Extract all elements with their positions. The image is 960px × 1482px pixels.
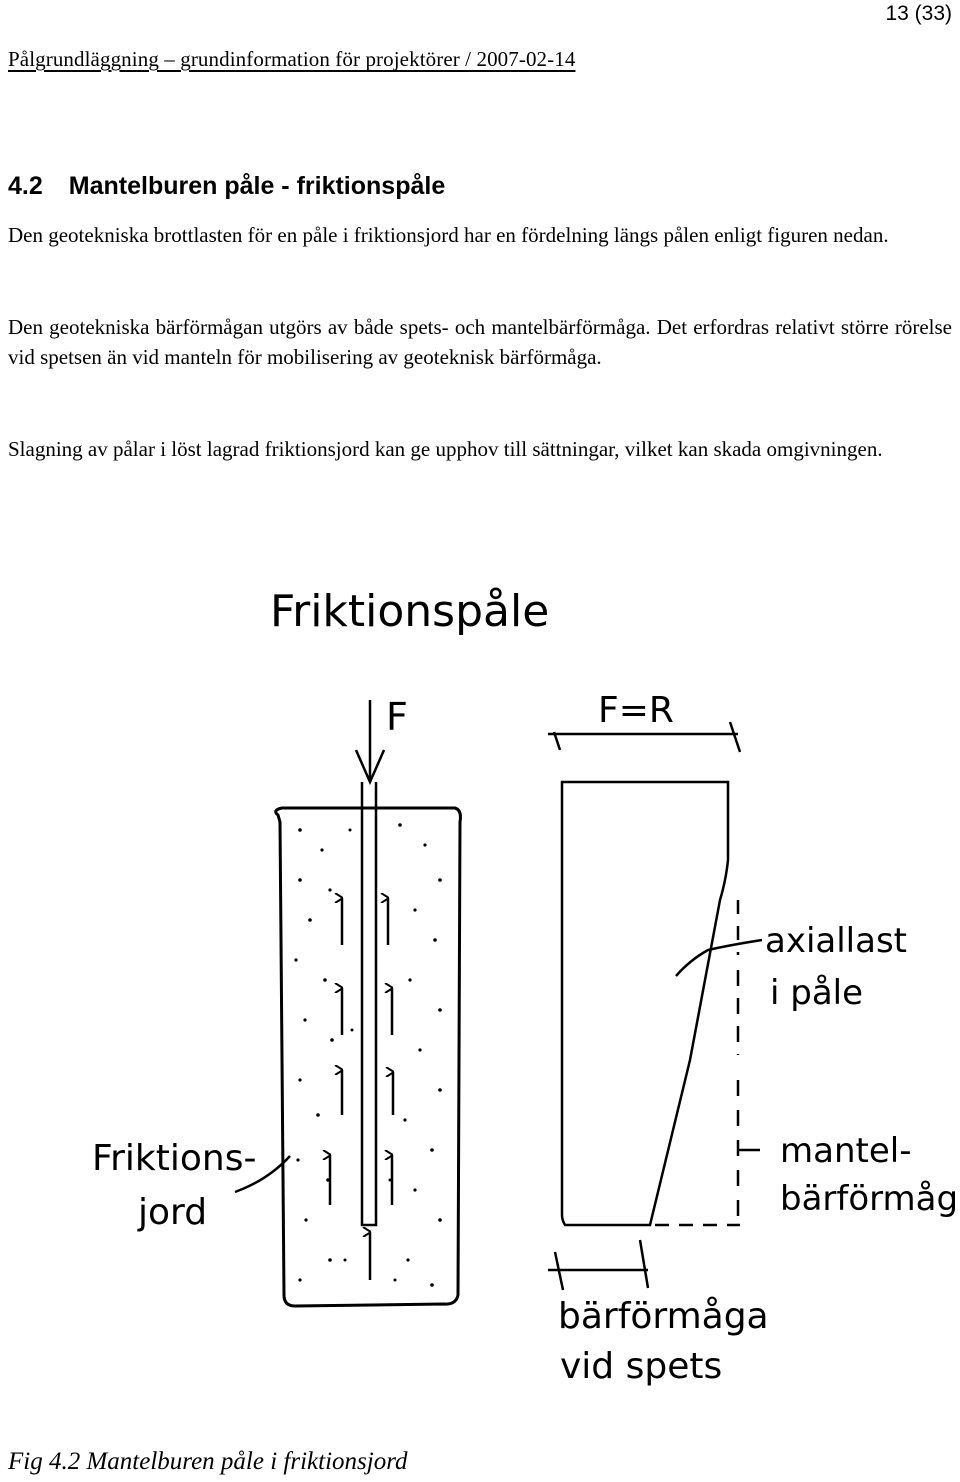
load-label: F xyxy=(386,695,408,739)
axial-load-diagram xyxy=(234,721,763,1291)
soil-body xyxy=(274,806,462,1308)
section-heading: 4.2 Mantelburen påle - friktionspåle xyxy=(8,170,445,202)
load-arrow xyxy=(354,700,386,786)
tip-capacity-label-line-2: vid spets xyxy=(560,1346,722,1387)
paragraph-settlement: Slagning av pålar i löst lagrad friktion… xyxy=(8,437,883,461)
figure-title: Friktionspåle xyxy=(270,586,549,637)
top-dimension-label: F=R xyxy=(598,690,674,731)
axial-load-label-line-2: i påle xyxy=(770,973,863,1013)
section-number: 4.2 xyxy=(8,172,43,200)
paragraph-load-distribution: Den geotekniska brottlasten för en påle … xyxy=(8,223,889,247)
pile-shaft xyxy=(360,782,378,1227)
soil-label-line-1: Friktions- xyxy=(92,1138,256,1179)
tip-capacity-label-line-1: bärförmåga xyxy=(558,1296,769,1337)
friction-pile-sketch: Friktionspåle F xyxy=(92,586,960,1387)
shaft-friction-arrows xyxy=(330,898,395,1280)
soil-speckles xyxy=(294,823,442,1287)
section-title: Mantelburen påle - friktionspåle xyxy=(68,172,446,200)
friction-pile-figure: Friktionspåle F xyxy=(0,560,960,1440)
shaft-capacity-label-line-2: bärförmåga xyxy=(780,1179,960,1219)
paragraph-bearing-capacity: Den geotekniska bärförmågan utgörs av bå… xyxy=(8,315,952,369)
axial-load-label-line-1: axiallast xyxy=(765,921,907,961)
running-header: Pålgrundläggning – grundinformation för … xyxy=(8,47,576,71)
page-number: 13 (33) xyxy=(885,2,952,25)
shaft-capacity-label-line-1: mantel- xyxy=(780,1131,911,1171)
figure-caption: Fig 4.2 Mantelburen påle i friktionsjord xyxy=(8,1448,408,1475)
soil-label-line-2: jord xyxy=(137,1192,207,1233)
